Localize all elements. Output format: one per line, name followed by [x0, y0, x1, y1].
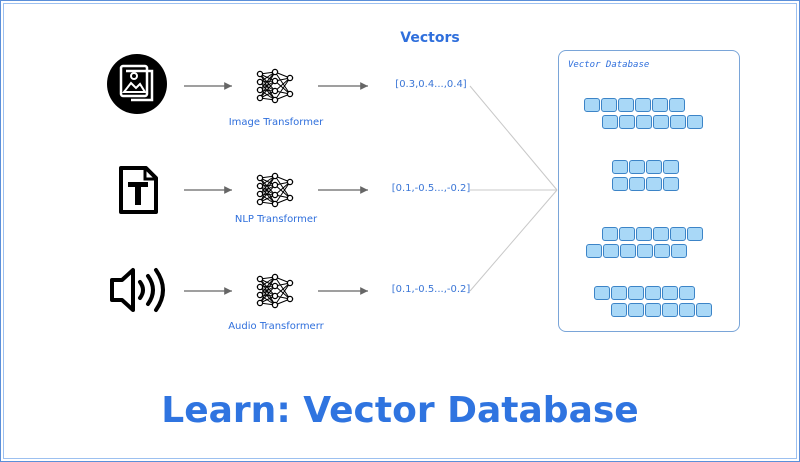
vector-cell	[619, 227, 635, 241]
vector-cell	[663, 177, 679, 191]
speaker-sound-icon	[110, 268, 165, 312]
vector-to-database-lines	[469, 85, 558, 292]
page-title: Learn: Vector Database	[161, 390, 639, 431]
nlp-transformer-label: NLP Transformer	[234, 214, 318, 225]
vector-cell	[611, 286, 627, 300]
vectors-heading: Vectors	[400, 30, 460, 46]
vector-cell	[618, 98, 634, 112]
vector-cell	[679, 303, 695, 317]
vector-cell	[662, 303, 678, 317]
vector-cell	[601, 98, 617, 112]
vector-cell	[670, 227, 686, 241]
text-document-icon	[119, 166, 158, 214]
vector-cell	[620, 244, 636, 258]
vector-cell	[636, 227, 652, 241]
vector-cell	[619, 115, 635, 129]
vector-cell	[637, 244, 653, 258]
vector-cell	[646, 177, 662, 191]
vector-cell	[628, 303, 644, 317]
vector-database-label: Vector Database	[568, 60, 650, 70]
neural-network-icons	[256, 68, 294, 309]
vector-cell	[696, 303, 712, 317]
image-transformer-label: Image Transformer	[228, 117, 324, 128]
neural-network-icon	[256, 172, 294, 208]
image-vector: [0.3,0.4...,0.4]	[395, 79, 467, 90]
audio-vector: [0.1,-0.5...,-0.2]	[391, 284, 471, 295]
neural-network-icon	[256, 68, 294, 104]
vector-cell	[629, 177, 645, 191]
vector-cell	[603, 244, 619, 258]
vector-cell	[612, 177, 628, 191]
neural-network-icon	[256, 273, 294, 309]
vector-cell	[671, 244, 687, 258]
vector-cell	[594, 286, 610, 300]
audio-transformer-label: Audio Transformerr	[228, 321, 324, 332]
vector-cell	[662, 286, 678, 300]
nlp-vector: [0.1,-0.5...,-0.2]	[391, 183, 471, 194]
vector-cell	[653, 115, 669, 129]
vector-cell	[611, 303, 627, 317]
vector-cell	[636, 115, 652, 129]
vector-cell	[628, 286, 644, 300]
vector-cell	[586, 244, 602, 258]
vector-cell	[687, 115, 703, 129]
vector-cell	[584, 98, 600, 112]
vector-cell	[663, 160, 679, 174]
vector-cell	[635, 98, 651, 112]
vector-database-box	[558, 50, 740, 332]
vector-cell	[646, 160, 662, 174]
vector-cell	[602, 227, 618, 241]
input-to-model-arrows	[184, 82, 232, 295]
vector-cell	[670, 115, 686, 129]
vector-cell	[645, 303, 661, 317]
vector-cell	[612, 160, 628, 174]
image-gallery-icon	[107, 54, 167, 114]
vector-cell	[652, 98, 668, 112]
vector-cell	[653, 227, 669, 241]
vector-cell	[654, 244, 670, 258]
vector-cell	[645, 286, 661, 300]
vector-cell	[629, 160, 645, 174]
model-to-vector-arrows	[318, 82, 368, 295]
vector-cell	[687, 227, 703, 241]
vector-cell	[602, 115, 618, 129]
vector-cell	[669, 98, 685, 112]
vector-cell	[679, 286, 695, 300]
